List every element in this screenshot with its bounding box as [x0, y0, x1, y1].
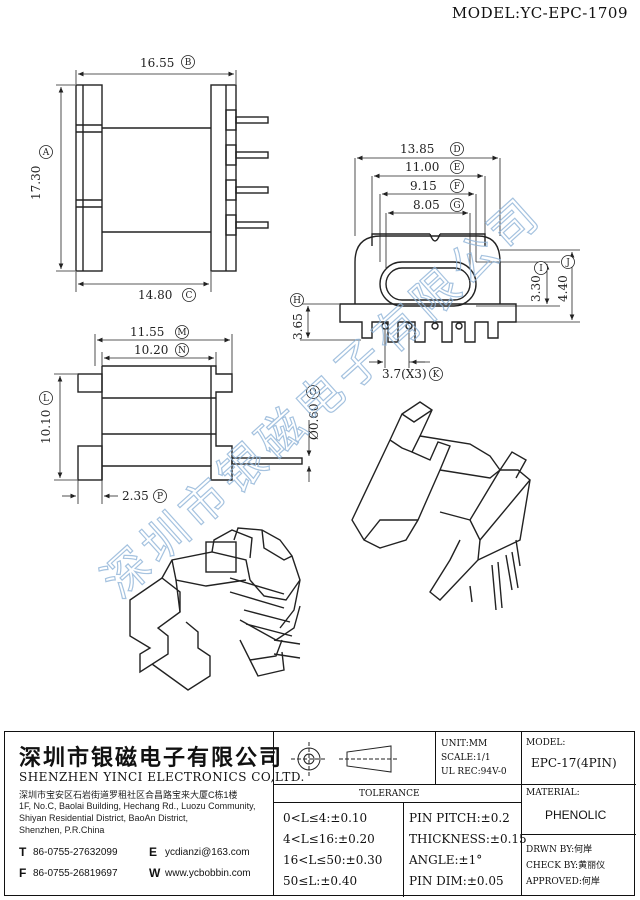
- approved-by: APPROVED:何岸: [526, 877, 600, 887]
- tag-i: I: [539, 264, 543, 274]
- dim-front-l: 10.10: [39, 410, 53, 444]
- scale-label: SCALE:1/1: [441, 753, 491, 763]
- tel-value: 86-0755-27632099: [33, 847, 118, 858]
- tag-d: D: [453, 145, 460, 155]
- iso-view-right: [351, 401, 531, 611]
- dim-side-k: 3.7(X3): [382, 367, 427, 381]
- iso-view-left: [129, 527, 301, 691]
- drawn-by: DRWN BY:何岸: [526, 845, 593, 855]
- tag-n: N: [178, 346, 186, 356]
- dim-front-n: 10.20: [134, 343, 168, 357]
- model-header: MODEL:YC-EPC-1709: [451, 4, 628, 22]
- side-outline: [354, 235, 501, 304]
- email-key: E: [149, 845, 158, 859]
- projection-symbol: [291, 742, 399, 776]
- dim-top-width: 16.55: [140, 56, 174, 70]
- fax-key: F: [19, 866, 27, 880]
- tag-h: H: [293, 296, 301, 306]
- tag-o: O: [309, 388, 316, 398]
- dim-front-p: 2.35: [122, 489, 149, 503]
- ul-label: UL REC:94V-0: [441, 767, 507, 777]
- tag-e: E: [454, 163, 461, 173]
- dim-side-e: 11.00: [405, 160, 439, 174]
- material-value: PHENOLIC: [545, 808, 607, 822]
- dim-side-g: 8.05: [413, 198, 440, 212]
- front-view: [77, 365, 303, 481]
- tag-b: B: [185, 58, 192, 68]
- checked-by: CHECK BY:黄丽仪: [526, 861, 606, 871]
- dim-side-j: 4.40: [556, 275, 570, 302]
- address-cn: 深圳市宝安区石岩街道罗租社区合昌路宝来大厦C栋1楼: [19, 790, 238, 800]
- pin-4: [235, 221, 269, 229]
- dim-top-height: 17.30: [29, 166, 43, 200]
- dim-front-m: 11.55: [130, 325, 164, 339]
- material-label: MATERIAL:: [526, 788, 580, 798]
- side-base: [339, 303, 517, 343]
- model-value: EPC-17(4PIN): [531, 756, 617, 770]
- tag-a: A: [42, 148, 50, 158]
- address-en-1: 1F, No.C, Baolai Building, Hechang Rd., …: [19, 801, 256, 811]
- dim-side-f: 9.15: [410, 179, 437, 193]
- tel-key: T: [19, 845, 27, 859]
- web-value: www.ycbobbin.com: [165, 868, 251, 879]
- model-label: MODEL:: [526, 738, 566, 748]
- title-block: 深圳市银磁电子有限公司 SHENZHEN YINCI ELECTRONICS C…: [4, 731, 636, 897]
- tol-3: 16<L≤50:±0.30: [283, 853, 383, 867]
- watermark: 深圳市银磁电子有限公司: [91, 185, 552, 608]
- dim-front-o: Ø0.60: [307, 403, 321, 440]
- unit-label: UNIT:MM: [441, 739, 488, 749]
- top-left-flange: [75, 84, 103, 272]
- fax-value: 86-0755-26819697: [33, 868, 118, 879]
- tol-4: 50≤L:±0.40: [283, 874, 358, 888]
- tolerance-title: TOLERANCE: [359, 789, 420, 799]
- front-pin: [231, 457, 303, 465]
- pin-3: [235, 186, 269, 194]
- company-name-cn: 深圳市银磁电子有限公司: [19, 746, 284, 771]
- web-key: W: [149, 866, 161, 880]
- tag-p: P: [157, 492, 163, 502]
- dim-side-h: 3.65: [291, 313, 305, 340]
- tag-f: F: [454, 182, 460, 192]
- address-en-3: Shenzhen, P.R.China: [19, 825, 105, 835]
- tol-2: 4<L≤16:±0.20: [283, 832, 375, 846]
- tol-1: 0<L≤4:±0.10: [283, 811, 368, 825]
- core-window: [379, 261, 477, 307]
- company-name-en: SHENZHEN YINCI ELECTRONICS CO,LTD.: [19, 770, 305, 784]
- tag-m: M: [177, 328, 186, 338]
- tol-8: PIN DIM:±0.05: [409, 874, 504, 888]
- dim-side-d: 13.85: [400, 142, 434, 156]
- tol-5: PIN PITCH:±0.2: [409, 811, 510, 825]
- pin-2: [235, 151, 269, 159]
- tag-j: J: [565, 258, 570, 268]
- top-right-flange: [210, 84, 237, 272]
- email-value: ycdianzi@163.com: [165, 847, 250, 858]
- tag-g: G: [453, 201, 460, 211]
- dim-top-bottom: 14.80: [138, 288, 172, 302]
- drawing-canvas: 16.55 14.80 17.30 13.85 11.00 9.15 8.05 …: [29, 55, 580, 691]
- tag-c: C: [186, 291, 193, 301]
- top-view: [75, 84, 269, 272]
- tag-l: L: [43, 394, 49, 404]
- pin-1: [235, 116, 269, 124]
- tag-k: K: [433, 370, 440, 380]
- address-en-2: Shiyan Residential District, BaoAn Distr…: [19, 813, 189, 823]
- tol-6: THICKNESS:±0.15: [409, 832, 527, 846]
- dim-side-i: 3.30: [529, 275, 543, 302]
- tol-7: ANGLE:±1°: [409, 853, 483, 867]
